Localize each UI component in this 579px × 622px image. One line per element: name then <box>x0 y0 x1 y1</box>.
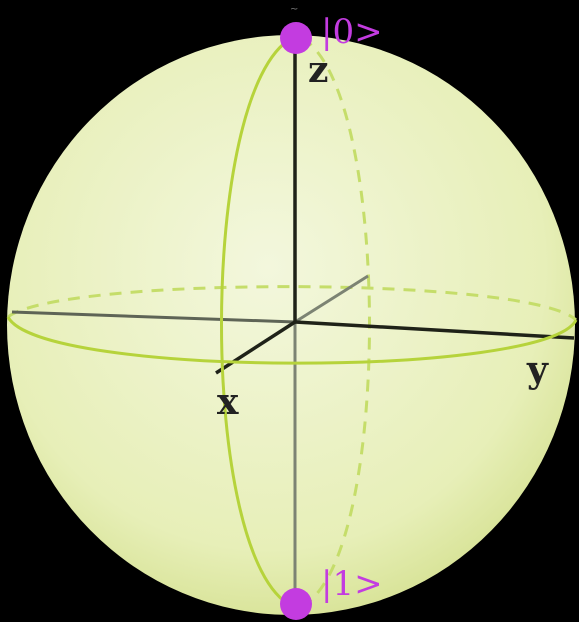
y-axis-back <box>11 310 296 324</box>
equator-back-half <box>7 285 578 322</box>
z-axis-label: z <box>308 49 328 91</box>
state-zero-point <box>280 22 312 54</box>
top-mark: ~ <box>290 4 298 15</box>
x-axis-back <box>294 274 369 324</box>
x-axis-label: x <box>217 381 239 423</box>
ket-zero-label: |0> <box>321 12 383 52</box>
equator-front-half <box>6 316 578 365</box>
meridian-front-half <box>220 36 293 608</box>
y-axis-label: y <box>526 349 549 391</box>
state-one-point <box>280 588 312 620</box>
meridian-back-half <box>301 36 371 608</box>
y-axis <box>294 320 575 340</box>
ket-one-label: |1> <box>321 564 383 604</box>
x-axis <box>215 320 296 375</box>
